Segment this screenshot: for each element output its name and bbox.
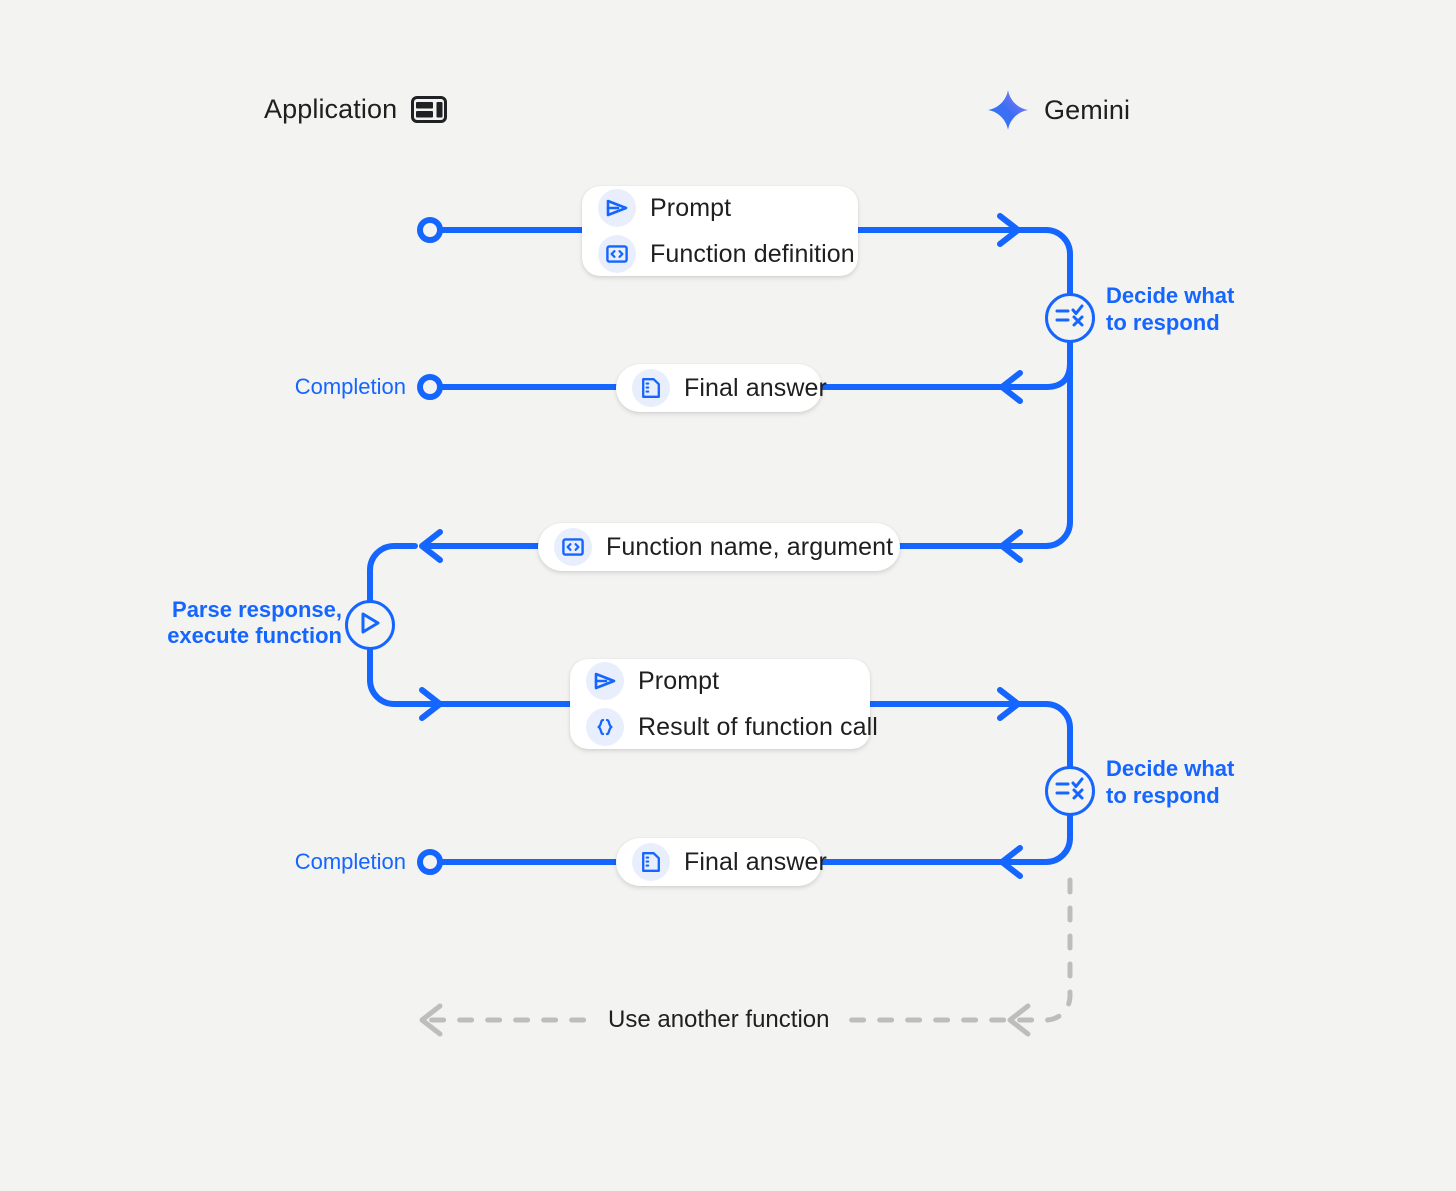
arrowhead-prompt2-in xyxy=(997,687,1021,721)
lane-label-completion-1: Completion xyxy=(160,374,406,400)
lane-label-parse-execute-line2: execute function xyxy=(167,623,342,648)
app-window-icon xyxy=(411,96,448,123)
card-row-label: Final answer xyxy=(684,847,827,876)
node-label-decide-2-line2: to respond xyxy=(1106,783,1220,808)
card-function-name-argument[interactable]: Function name, argument xyxy=(538,523,900,571)
card-row-label: Function definition xyxy=(650,239,855,268)
decide-node-2[interactable] xyxy=(1045,766,1095,816)
code-brackets-box-icon xyxy=(554,528,592,566)
wire-app-execute-loop xyxy=(367,543,418,603)
card-row: Function definition xyxy=(598,235,855,273)
wire-prompt-to-gemini xyxy=(427,227,1073,296)
node-label-decide-1: Decide what to respond xyxy=(1106,282,1234,336)
lane-label-completion-1-text: Completion xyxy=(294,374,406,399)
card-row-label: Prompt xyxy=(638,666,720,695)
code-brackets-box-icon xyxy=(598,235,636,273)
decide-check-x-icon xyxy=(1055,776,1085,807)
card-prompt-result-of-function-call[interactable]: Prompt Result of function call xyxy=(570,659,878,749)
arrowhead-final-answer-1 xyxy=(999,370,1023,404)
lane-label-parse-execute: Parse response, execute function xyxy=(60,597,342,649)
decide-check-x-icon xyxy=(1055,303,1085,334)
card-row: Function name, argument xyxy=(554,528,893,566)
wire-loop-dashed xyxy=(427,877,1073,1023)
node-label-decide-2-line1: Decide what xyxy=(1106,756,1235,781)
execute-node[interactable] xyxy=(345,600,395,650)
wire-prompt2-to-gemini xyxy=(427,701,1073,769)
card-row-label: Result of function call xyxy=(638,712,878,741)
node-label-decide-1-line2: to respond xyxy=(1106,310,1220,335)
card-row: Final answer xyxy=(632,369,827,407)
wire-decide1-down xyxy=(427,340,1073,549)
lane-label-parse-execute-line1: Parse response, xyxy=(172,597,342,622)
column-title-application: Application xyxy=(264,94,398,124)
arrowhead-function-name-app-side xyxy=(419,529,443,563)
card-final-answer-1[interactable]: Final answer xyxy=(616,364,827,412)
card-final-answer-2[interactable]: Final answer xyxy=(616,838,827,886)
lane-label-completion-2-text: Completion xyxy=(294,849,406,874)
arrowhead-final-answer-2 xyxy=(999,845,1023,879)
column-title-gemini: Gemini xyxy=(1044,94,1131,125)
node-label-decide-1-line1: Decide what xyxy=(1106,283,1235,308)
card-row: Prompt xyxy=(598,189,836,227)
card-prompt-function-definition[interactable]: Prompt Function definition xyxy=(582,186,858,276)
play-circle-icon xyxy=(359,611,381,640)
wire-execute-to-prompt2 xyxy=(367,647,433,707)
node-label-decide-2: Decide what to respond xyxy=(1106,755,1234,809)
card-row: Final answer xyxy=(632,843,827,881)
curly-braces-icon xyxy=(586,708,624,746)
document-icon xyxy=(632,369,670,407)
arrowhead-loop-gemini-lane xyxy=(1007,1003,1031,1037)
loop-caption: Use another function xyxy=(596,1006,842,1034)
card-row: Prompt xyxy=(586,662,848,700)
gemini-sparkle-icon xyxy=(986,88,1030,132)
arrowhead-prompt-in xyxy=(997,213,1021,247)
card-row-label: Prompt xyxy=(650,193,732,222)
wire-decide2-to-completion xyxy=(427,813,1073,865)
column-header-application: Application xyxy=(264,94,448,125)
send-prompt-icon xyxy=(586,662,624,700)
arrowhead-prompt2-app-side xyxy=(419,687,443,721)
column-header-gemini: Gemini xyxy=(986,88,1130,132)
card-row: Result of function call xyxy=(586,708,878,746)
arrowhead-function-name-gemini-side xyxy=(999,529,1023,563)
card-row-label: Function name, argument xyxy=(606,532,894,561)
wire-decide1-to-completion xyxy=(427,360,1073,390)
card-row-label: Final answer xyxy=(684,373,827,402)
document-icon xyxy=(632,843,670,881)
lane-label-completion-2: Completion xyxy=(160,849,406,875)
arrowhead-loop-app-lane xyxy=(419,1003,443,1037)
decide-node-1[interactable] xyxy=(1045,293,1095,343)
send-prompt-icon xyxy=(598,189,636,227)
